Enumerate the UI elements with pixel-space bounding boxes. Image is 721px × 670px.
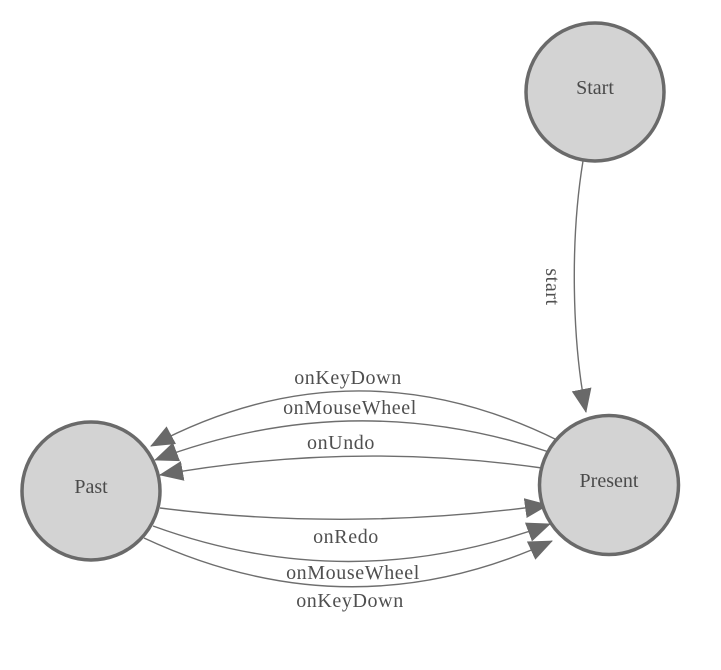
state-circle-present[interactable] — [537, 413, 681, 557]
transition-onundo-present-to-past: onUndo — [159, 432, 543, 481]
transition-path-onundo[interactable] — [159, 455, 543, 481]
state-label-past: Past — [74, 476, 108, 498]
state-label-start: Start — [576, 77, 614, 99]
state-circle-start[interactable] — [524, 21, 666, 163]
edges-layer: start onKeyDown onMouseWheel onUndo onRe… — [143, 160, 592, 612]
state-label-present: Present — [580, 470, 639, 492]
transition-label-onmousewheel-upper: onMouseWheel — [283, 397, 417, 419]
transition-path-start[interactable] — [571, 160, 592, 413]
transition-path-onredo[interactable] — [159, 498, 549, 520]
transition-start-to-present: start — [541, 160, 592, 413]
transition-label-onundo: onUndo — [307, 432, 375, 454]
transition-label-start: start — [541, 268, 563, 305]
transition-onmousewheel-present-to-past: onMouseWheel — [154, 397, 550, 462]
transition-label-onkeydown-upper: onKeyDown — [294, 367, 402, 389]
transition-onkeydown-past-to-present: onKeyDown — [143, 537, 553, 612]
transition-path-onmousewheel-lower[interactable] — [152, 522, 551, 563]
state-node-start: Start — [524, 21, 666, 163]
transition-onkeydown-present-to-past: onKeyDown — [150, 367, 558, 447]
transition-label-onredo: onRedo — [313, 526, 379, 548]
state-circle-past[interactable] — [20, 420, 162, 562]
transition-onredo-past-to-present: onRedo — [159, 498, 549, 548]
state-node-past: Past — [20, 420, 162, 562]
transition-label-onkeydown-lower: onKeyDown — [296, 590, 404, 612]
transition-path-onkeydown-upper[interactable] — [150, 390, 558, 447]
nodes-layer: Start Present Past — [20, 21, 681, 562]
transition-path-onmousewheel-upper[interactable] — [154, 420, 550, 462]
state-node-present: Present — [537, 413, 681, 557]
transition-path-onkeydown-lower[interactable] — [143, 537, 553, 588]
transition-onmousewheel-past-to-present: onMouseWheel — [152, 522, 551, 584]
transition-label-onmousewheel-lower: onMouseWheel — [286, 562, 420, 584]
